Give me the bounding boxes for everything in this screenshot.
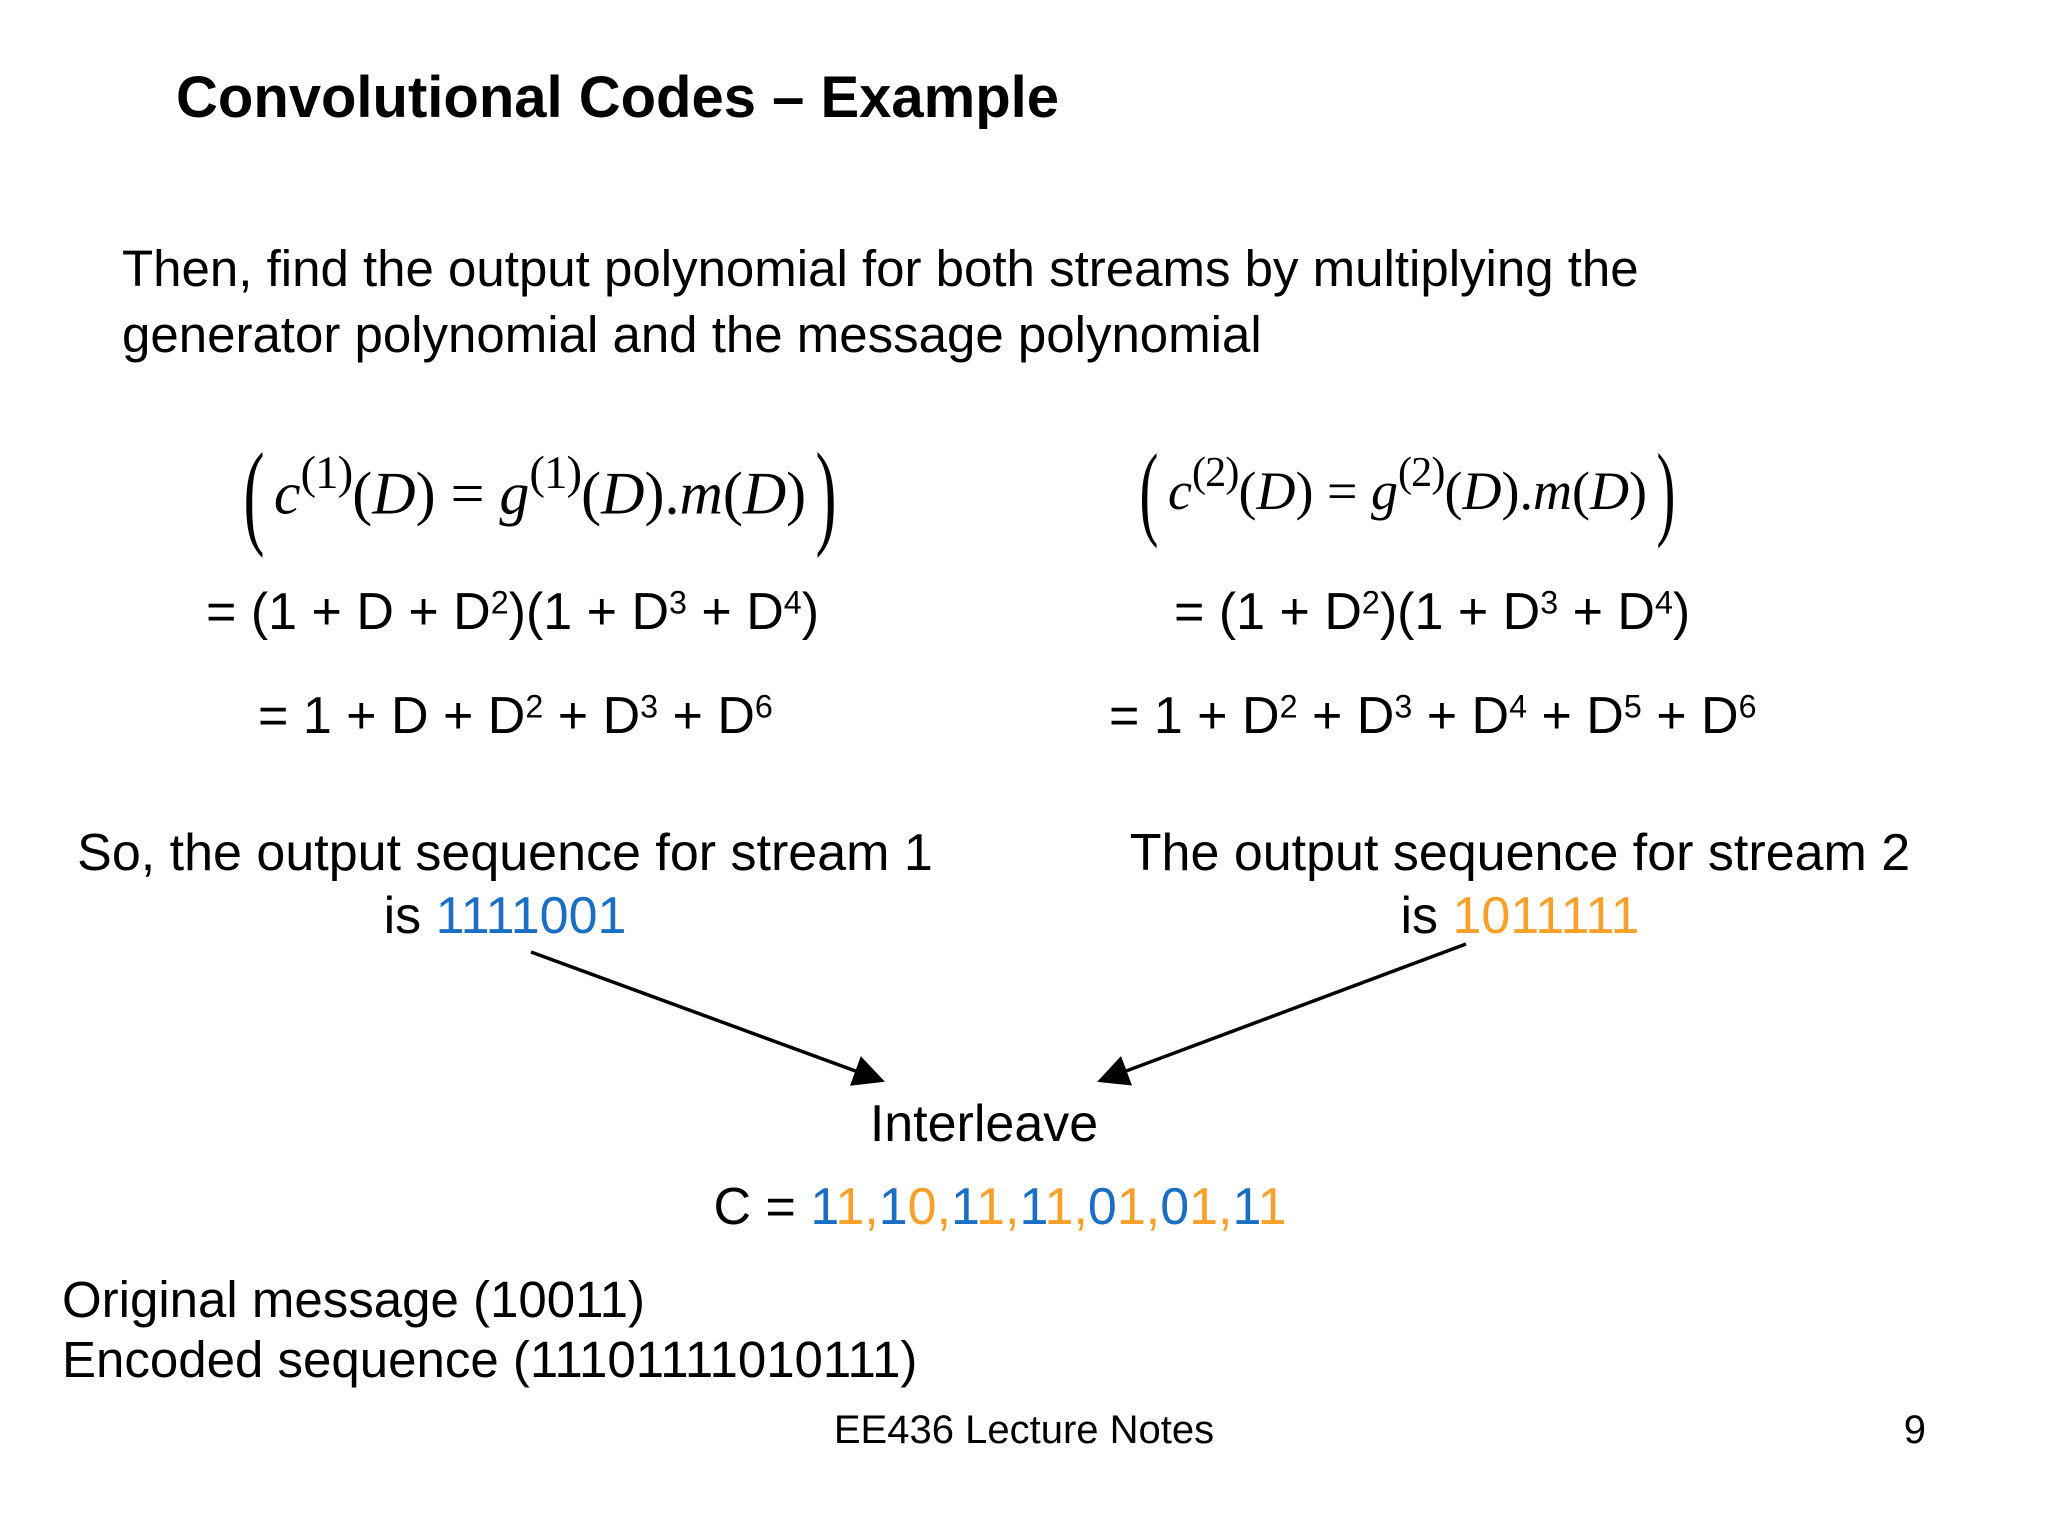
stream1-product-expansion: = (1 + D + D2)(1 + D3 + D4) <box>206 583 820 641</box>
stream2-output-sequence: is 1011111 <box>1400 887 1640 946</box>
stream2-product-expansion: = (1 + D2)(1 + D3 + D4) <box>1174 583 1691 641</box>
footer-page-number: 9 <box>1903 1408 1926 1452</box>
intro-paragraph: Then, find the output polynomial for bot… <box>122 236 1639 368</box>
arrow-stream1-to-interleave <box>530 950 885 1086</box>
interleave-label: Interleave <box>869 1095 1099 1153</box>
slide-title: Convolutional Codes – Example <box>176 65 1060 130</box>
stream2-result-polynomial: = 1 + D2 + D3 + D4 + D5 + D6 <box>1109 687 1757 745</box>
stream1-output-sequence: is 1111001 <box>383 887 627 946</box>
summary-block: Original message (10011) Encoded sequenc… <box>62 1270 917 1390</box>
stream1-output-block: So, the output sequence for stream 1 is … <box>55 822 955 949</box>
stream1-output-caption: So, the output sequence for stream 1 <box>77 824 933 882</box>
intro-line-1: Then, find the output polynomial for bot… <box>122 240 1639 297</box>
stream2-output-caption: The output sequence for stream 2 <box>1129 824 1911 882</box>
equation-stream1-polynomial: (c(1)(D) = g(1)(D).m(D)) <box>243 429 837 559</box>
original-message: Original message (10011) <box>62 1271 646 1328</box>
footer-course-title: EE436 Lecture Notes <box>833 1408 1215 1452</box>
encoded-sequence: Encoded sequence (11101111010111) <box>62 1331 918 1388</box>
interleaved-codeword: C = 11,10,11,11,01,01,11 <box>713 1178 1287 1236</box>
arrow-stream2-to-interleave <box>1097 942 1467 1086</box>
stream2-output-block: The output sequence for stream 2 is 1011… <box>1090 822 1950 949</box>
stream1-result-polynomial: = 1 + D + D2 + D3 + D6 <box>258 687 773 745</box>
intro-line-2: generator polynomial and the message pol… <box>122 306 1262 363</box>
equation-stream2-polynomial: (c(2)(D) = g(2)(D).m(D)) <box>1139 432 1676 550</box>
